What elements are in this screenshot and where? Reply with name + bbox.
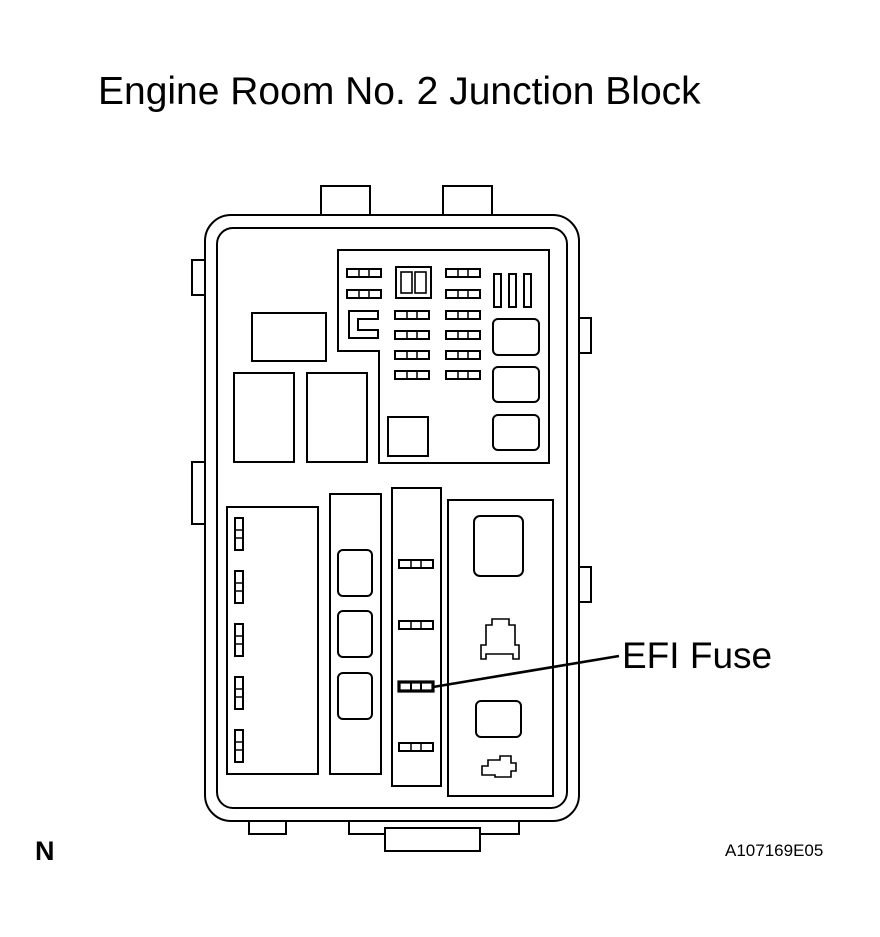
upper-mini-fuses-right	[445, 268, 481, 380]
left-relay-blocks	[233, 312, 368, 463]
fuse-strip-fuses	[398, 559, 434, 752]
middle-relays	[337, 549, 373, 720]
bracket-fuse	[348, 310, 379, 339]
diagram-title: Engine Room No. 2 Junction Block	[98, 70, 701, 113]
upper-mini-fuses-left	[346, 268, 382, 299]
top-tabs	[320, 185, 493, 219]
efi-fuse	[397, 680, 435, 693]
upper-mini-fuses-centre	[394, 310, 430, 380]
bottom-tabs	[248, 817, 520, 852]
large-relay	[473, 515, 524, 577]
connector-socket-upper	[480, 618, 520, 660]
connector-socket-lower	[481, 755, 517, 778]
upper-relays	[387, 318, 540, 457]
fuse-strip	[391, 487, 442, 787]
efi-fuse-leader-line	[432, 654, 620, 689]
corner-label: N	[35, 836, 55, 866]
figure-id: A107169E05	[725, 841, 824, 860]
vertical-blade-fuses	[493, 273, 532, 308]
small-relay	[475, 700, 522, 738]
efi-fuse-callout-label: EFI Fuse	[622, 635, 773, 676]
lower-left-vertical-fuses	[234, 517, 244, 763]
upper-relay-small	[395, 266, 432, 299]
